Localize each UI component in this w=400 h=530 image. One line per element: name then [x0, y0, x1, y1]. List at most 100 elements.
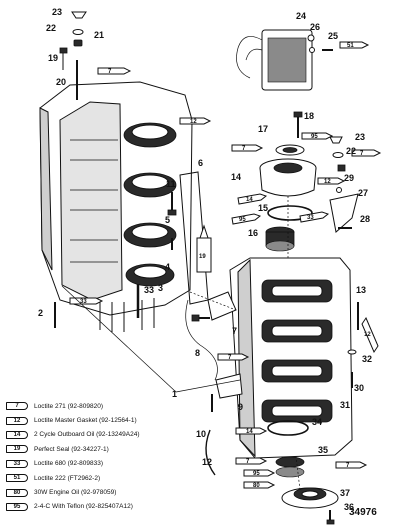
callout-20: 20: [56, 77, 66, 87]
callout-16: 16: [248, 228, 258, 238]
legend-row: 7 Loctite 271 (92-809820): [6, 399, 206, 413]
tube-label: 7: [242, 146, 246, 152]
tube-33-bottom: 33: [69, 297, 104, 305]
callout-22-right: 22: [346, 146, 356, 156]
cylinder-block: [39, 81, 193, 332]
callout-23-right: 23: [355, 132, 365, 142]
tube-95-mid: 95: [231, 213, 262, 225]
callout-31: 31: [340, 400, 350, 410]
tube-label: 14: [246, 197, 253, 203]
tube-label: 95: [311, 134, 318, 140]
seal-35: [275, 456, 305, 478]
tube-95-top: 95: [301, 132, 334, 140]
tube-12-mid: 12: [317, 177, 346, 185]
callout-28: 28: [360, 214, 370, 224]
bleed-hose: [185, 299, 218, 381]
tube-label: 95: [239, 217, 246, 223]
legend-row: 12 Loctite Master Gasket (92-12564-1): [6, 413, 206, 427]
callout-17: 17: [258, 124, 268, 134]
callout-30: 30: [354, 383, 364, 393]
callout-4: 4: [165, 262, 170, 272]
tube-14-left: 14: [237, 193, 268, 205]
tube-label: 12: [190, 119, 197, 125]
document-number: 34976: [349, 507, 377, 518]
callout-9: 9: [238, 402, 243, 412]
callout-2: 2: [38, 308, 43, 318]
crankcase-cover: [229, 257, 353, 459]
tube-label: 7: [246, 459, 250, 465]
bracket-9: [215, 373, 243, 399]
callout-34: 34: [312, 417, 322, 427]
tube-label: 12: [364, 332, 371, 338]
switch-box: [236, 29, 313, 91]
legend-code: 12: [6, 416, 28, 425]
tube-7-top: 7: [97, 67, 132, 75]
callout-27: 27: [358, 188, 368, 198]
callout-7: 7: [232, 326, 237, 336]
legend-code: 51: [6, 474, 28, 483]
tube-7-bottom: 7: [235, 457, 268, 465]
legend-row: 80 30W Engine Oil (92-978059): [6, 485, 206, 499]
legend-text: Loctite 222 (FT2962-2): [34, 474, 101, 482]
sealant-legend: 7 Loctite 271 (92-809820) 12 Loctite Mas…: [6, 399, 206, 514]
tube-14-bottom: 14: [235, 427, 268, 435]
tube-33-right: 33: [299, 211, 330, 223]
callout-25: 25: [328, 31, 338, 41]
tube-label: 33: [80, 299, 87, 305]
callout-26: 26: [310, 22, 320, 32]
cover-bores: [261, 279, 333, 423]
callout-3: 3: [158, 283, 163, 293]
callout-21: 21: [94, 30, 104, 40]
tube-7-bottom-right: 7: [335, 461, 368, 469]
o-ring-34: [267, 420, 309, 436]
callout-19: 19: [48, 53, 58, 63]
tube-7-bottom-left: 7: [217, 353, 250, 361]
legend-code: 80: [6, 488, 28, 497]
legend-row: 14 2 Cycle Outboard Oil (92-13249A24): [6, 428, 206, 442]
tube-label: 14: [246, 429, 253, 435]
callout-22-top: 22: [46, 23, 56, 33]
tube-80: 80: [243, 481, 276, 489]
tube-19: 19: [196, 224, 212, 273]
o-ring-15: [267, 205, 313, 221]
tube-label: 95: [253, 471, 260, 477]
legend-row: 19 Perfect Seal (92-34227-1): [6, 442, 206, 456]
legend-row: 33 Loctite 680 (92-809833): [6, 457, 206, 471]
legend-code: 19: [6, 445, 28, 454]
tube-label: 51: [347, 43, 354, 49]
callout-29: 29: [344, 173, 354, 183]
legend-text: 2-4-C With Teflon (92-825407A12): [34, 503, 133, 511]
assembly-lines: [61, 196, 301, 491]
tube-label: 7: [346, 463, 350, 469]
callout-36: 36: [344, 502, 354, 512]
callout-12: 12: [202, 457, 212, 467]
legend-code: 14: [6, 430, 28, 439]
tube-label: 7: [228, 355, 232, 361]
block-ribs: [70, 139, 118, 263]
legend-text: Loctite 680 (92-809833): [34, 460, 104, 468]
callout-24: 24: [296, 11, 306, 21]
callout-18: 18: [304, 111, 314, 121]
callout-1: 1: [172, 389, 177, 399]
bracket-27: [329, 193, 359, 233]
upper-end-cap: [259, 144, 317, 197]
callout-35: 35: [318, 445, 328, 455]
callout-13: 13: [356, 285, 366, 295]
callout-11: 11: [166, 179, 176, 189]
legend-code: 95: [6, 502, 28, 511]
legend-code: 7: [6, 402, 28, 411]
callout-37: 37: [340, 488, 350, 498]
callout-32: 32: [362, 354, 372, 364]
legend-text: Loctite Master Gasket (92-12564-1): [34, 417, 137, 425]
callout-33: 33: [144, 285, 154, 295]
tube-label: 12: [324, 179, 331, 185]
lower-end-cap: [281, 487, 339, 509]
tube-7-right: 7: [351, 149, 382, 157]
legend-row: 95 2-4-C With Teflon (92-825407A12): [6, 500, 206, 514]
legend-row: 51 Loctite 222 (FT2962-2): [6, 471, 206, 485]
tube-51: 51: [339, 41, 370, 49]
callout-15: 15: [258, 203, 268, 213]
tube-label: 33: [307, 215, 314, 221]
crank-bores: [123, 122, 177, 287]
tube-95-bottom: 95: [243, 469, 276, 477]
